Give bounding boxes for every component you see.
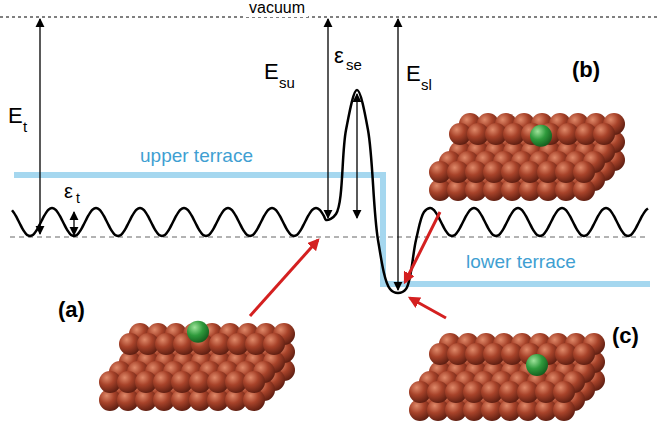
potential-curve <box>12 90 648 293</box>
energy-symbol: ε <box>334 44 344 68</box>
energy-arrow <box>327 19 328 218</box>
substrate-atom <box>573 343 595 365</box>
surface-models <box>99 113 625 421</box>
energy-symbol: E <box>406 62 421 86</box>
panel-letter: (c) <box>612 324 639 348</box>
panel-letter: (b) <box>572 58 600 82</box>
substrate-atom <box>263 333 285 355</box>
vacuum-level <box>0 17 660 18</box>
substrate-atom <box>573 161 595 183</box>
surface-slab <box>409 333 605 421</box>
panel-letter: (a) <box>58 298 85 322</box>
adatom <box>526 354 548 376</box>
energy-subscript: t <box>23 119 27 136</box>
energy-symbol: E <box>264 60 279 84</box>
energy-subscript: su <box>279 75 295 92</box>
barrier-arrow <box>73 212 74 235</box>
potential-curve <box>12 90 648 293</box>
surface-slab <box>99 321 295 411</box>
terrace-band <box>14 175 650 284</box>
pointer-arrow <box>405 212 440 282</box>
adatom <box>187 321 209 343</box>
energy-symbol: E <box>8 104 23 128</box>
energy-symbol: ε <box>64 180 73 202</box>
level-name: vacuum <box>246 0 308 17</box>
reference-level <box>10 237 648 238</box>
terrace-name: lower terrace <box>466 252 576 273</box>
energy-subscript: t <box>76 191 80 206</box>
substrate-atom <box>243 371 265 393</box>
energy-subscript: sl <box>421 77 432 94</box>
surface-slab <box>429 113 625 201</box>
barrier-arrow <box>356 94 357 218</box>
adatom <box>530 125 552 147</box>
substrate-atom <box>593 123 615 145</box>
terrace-name: upper terrace <box>140 146 253 167</box>
energy-arrow <box>39 19 40 234</box>
pointer-arrow <box>250 240 318 316</box>
substrate-atom <box>553 381 575 403</box>
energy-arrow <box>397 19 398 290</box>
pointer-arrow <box>410 298 446 318</box>
energy-subscript: se <box>346 57 362 74</box>
